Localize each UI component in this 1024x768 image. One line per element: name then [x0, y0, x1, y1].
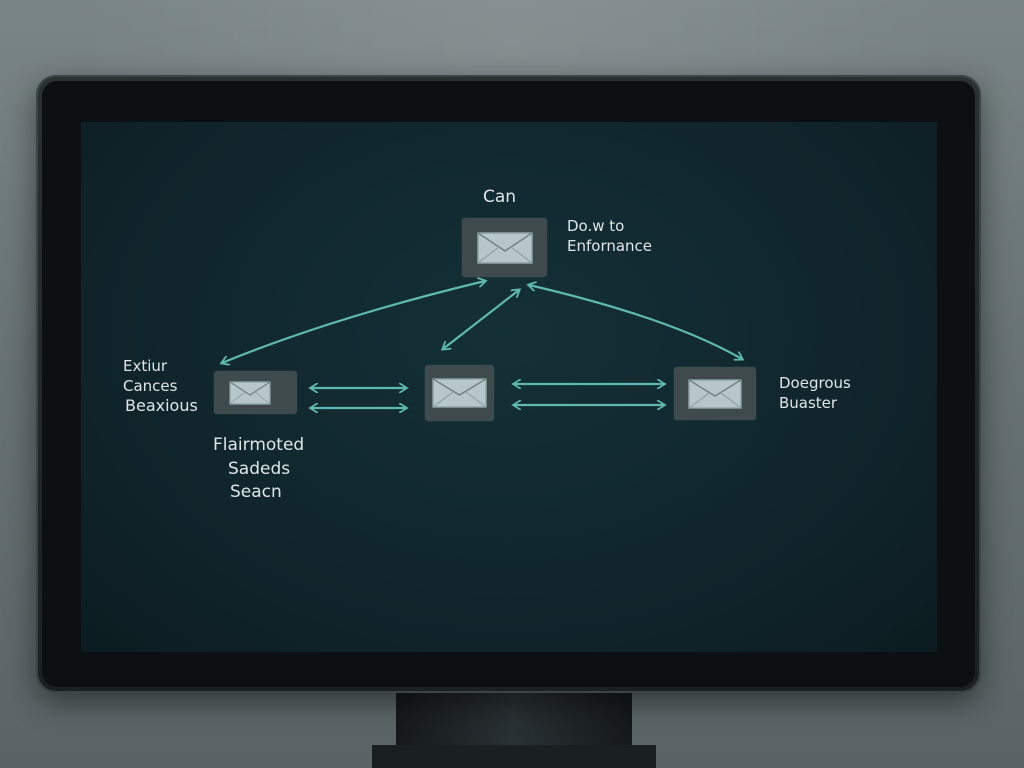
arrow-top-to-left	[222, 281, 485, 363]
monitor-stand-base	[372, 745, 656, 768]
diagram-node-left	[214, 371, 297, 414]
diagram-node-top	[462, 218, 547, 277]
right-label-line2: Buaster	[779, 394, 838, 412]
envelope-icon	[477, 232, 533, 264]
left-label-line2: Cances	[123, 377, 178, 395]
arrow-top-to-right	[529, 285, 742, 359]
bottom-left-label-line1: Flairmoted	[213, 435, 305, 455]
diagram-node-center	[425, 365, 494, 421]
left-label-line3: Beaxious	[125, 396, 198, 415]
left-label-line1: Extiur	[123, 357, 168, 375]
bottom-left-label-line2: Sadeds	[228, 459, 291, 479]
monitor-screen: Can Do.w to Enfornance Extiur Cances Bea…	[81, 122, 937, 652]
top-node-label: Can	[483, 187, 517, 207]
diagram-node-right	[674, 367, 756, 420]
envelope-icon	[688, 379, 742, 409]
top-right-label-line2: Enfornance	[567, 237, 653, 255]
arrow-top-to-center	[443, 290, 519, 349]
envelope-icon	[229, 381, 271, 405]
right-label-line1: Doegrous	[779, 374, 851, 392]
top-right-label-line1: Do.w to	[567, 217, 625, 235]
envelope-icon	[432, 378, 487, 408]
bottom-left-label-line3: Seacn	[230, 482, 282, 502]
connection-arrows	[81, 122, 937, 652]
